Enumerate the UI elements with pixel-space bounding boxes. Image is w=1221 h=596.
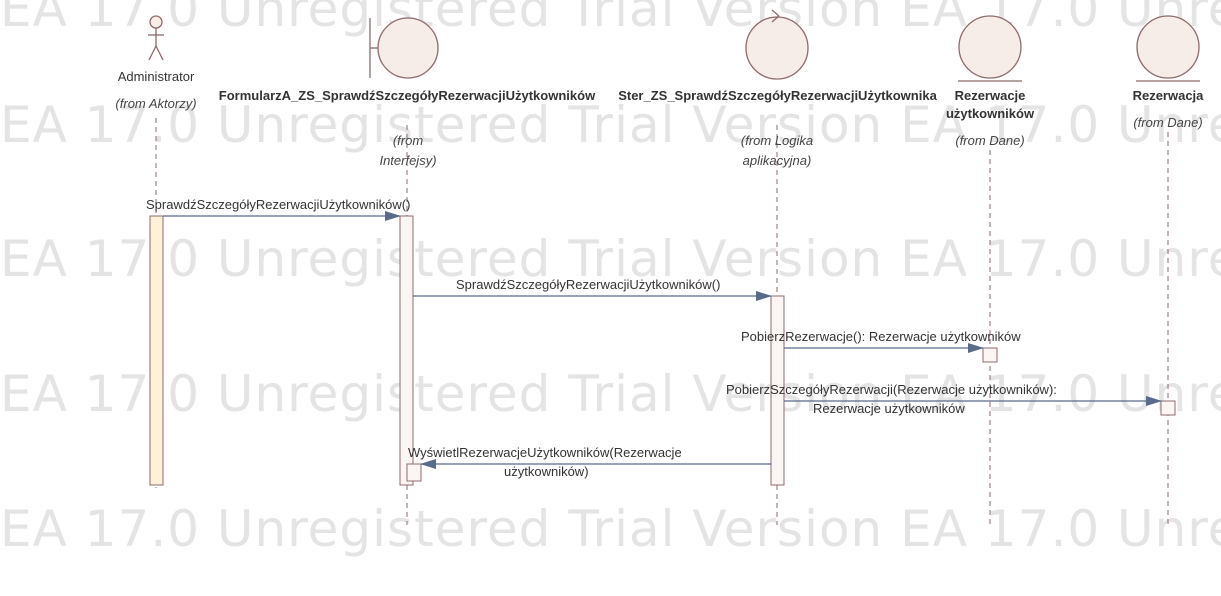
message-label-5a: WyświetlRezerwacjeUżytkowników(Rezerwacj… <box>408 445 682 460</box>
lifeline-from-administrator: (from Aktorzy) <box>115 96 197 111</box>
message-label-1: SprawdźSzczegółyRezerwacjiUżytkowników() <box>146 197 411 212</box>
lifeline-name-formularz: FormularzA_ZS_SprawdźSzczegółyRezerwacji… <box>218 88 596 103</box>
message-label-2: SprawdźSzczegółyRezerwacjiUżytkowników() <box>456 277 721 292</box>
lifeline-from-rezerwacja: (from Dane) <box>1133 115 1203 130</box>
message-label-4b: Rezerwacje użytkowników <box>813 401 965 416</box>
lifeline-name-rezerwacje-2: użytkowników <box>945 106 1035 121</box>
entity-icon-rezerwacja <box>1136 15 1200 82</box>
actor-icon <box>148 15 164 61</box>
lifeline-from-ster-2: aplikacyjna) <box>742 153 812 168</box>
lifeline-name-rezerwacja: Rezerwacja <box>1132 88 1204 103</box>
activation-administrator <box>149 215 164 486</box>
lifeline-from-formularz-2: Interfejsy) <box>379 153 437 168</box>
lifeline-name-rezerwacje-1: Rezerwacje <box>954 88 1026 103</box>
entity-icon-rezerwacje <box>958 15 1022 82</box>
lifeline-from-formularz-1: (from <box>392 133 424 148</box>
control-icon <box>745 9 809 80</box>
lifeline-name-administrator: Administrator <box>117 69 195 84</box>
message-label-4a: PobierzSzczegółyRezerwacji(Rezerwacje uż… <box>726 382 1057 397</box>
lifeline-from-rezerwacje: (from Dane) <box>955 133 1025 148</box>
lifeline-from-ster-1: (from Logika <box>740 133 814 148</box>
boundary-icon <box>369 17 439 79</box>
activation-rezerwacja <box>1160 400 1176 416</box>
activation-formularz-self <box>406 463 422 482</box>
lifeline-name-ster: Ster_ZS_SprawdźSzczegółyRezerwacjiUżytko… <box>618 88 937 103</box>
message-label-3: PobierzRezerwacje(): Rezerwacje użytkown… <box>741 329 1021 344</box>
message-label-5b: użytkowników) <box>504 464 589 479</box>
activation-ster <box>770 295 785 486</box>
activation-rezerwacje <box>982 347 998 363</box>
activation-formularz <box>399 215 414 486</box>
